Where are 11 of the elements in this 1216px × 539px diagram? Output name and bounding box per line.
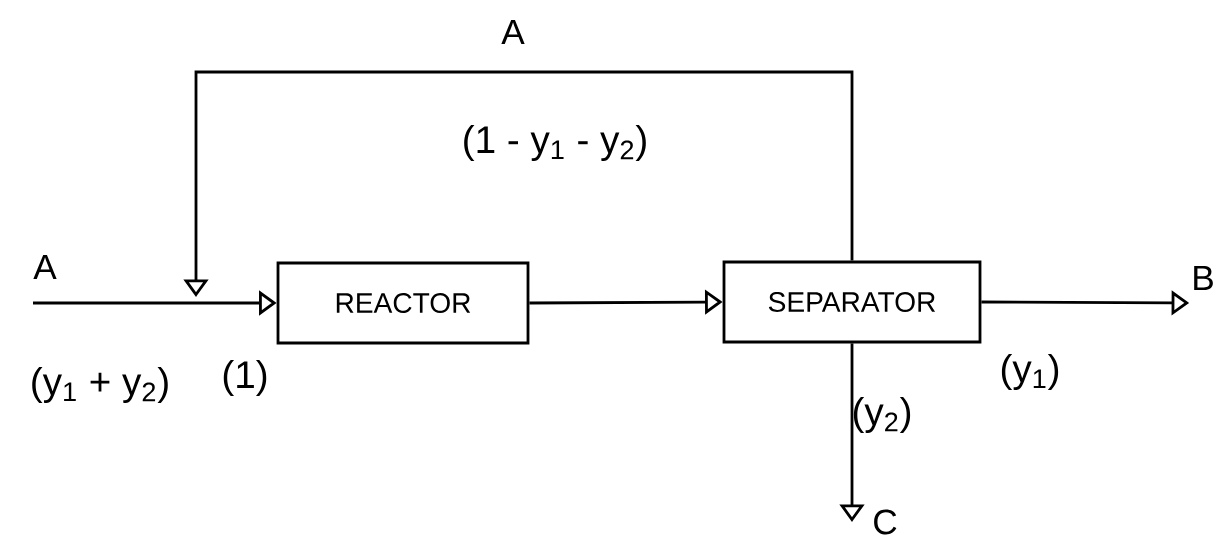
flow-label: (1 - y$_{1}$ - y$_{2}$): [464, 124, 646, 161]
flow-label: (y$_{1}$): [1001, 353, 1059, 390]
edge-label: A: [31, 253, 59, 281]
stream-label: C: [874, 509, 897, 535]
flow-label: (1): [223, 359, 267, 396]
flow-label: (y$_{2}$): [853, 396, 911, 433]
process-box: REACTOR: [276, 261, 530, 345]
flow-label: (y$_{1}$ + y$_{2}$): [32, 366, 168, 403]
process-box: SEPARATOR: [722, 260, 982, 344]
stream-label: B: [1194, 265, 1213, 291]
edge-label: A: [499, 18, 527, 46]
